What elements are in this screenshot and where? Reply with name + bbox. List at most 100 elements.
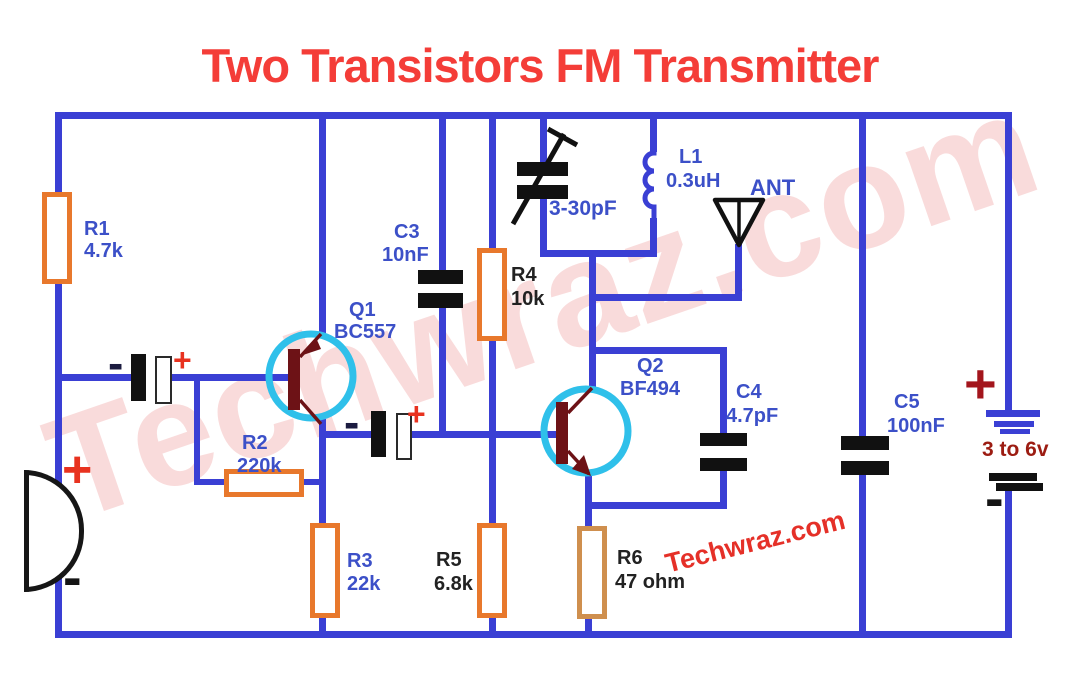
wire-tank-bottom [540,250,657,257]
label-c3-value: 10nF [382,244,429,266]
label-c5-ref: C5 [894,391,920,413]
battery-minus-sign: - [985,466,1004,529]
label-r1-value: 4.7k [84,240,123,262]
c3-plate-top [418,270,463,284]
coupling-cap-plus-sign: + [407,396,426,432]
label-c3-ref: C3 [394,221,420,243]
mic-plus-sign: + [62,441,93,499]
wire-antenna-link [589,294,741,301]
mic-minus-sign: - [63,545,82,608]
battery-negative-plate-1 [989,473,1037,481]
wire-varcap-riser [540,112,547,164]
input-cap-plus-sign: + [173,342,192,378]
label-r6-value: 47 ohm [615,571,686,593]
c3-plate-bottom [418,293,463,308]
wire-emitter-to-c4 [585,502,727,509]
label-l1-value: 0.3uH [666,170,721,192]
wire-c5-drop [859,473,866,638]
label-r6-ref: R6 [617,547,643,569]
wire-varcap-drop [540,197,547,254]
wire-q1-collector-drop [319,419,326,527]
wire-cap-to-q2-base [409,431,559,438]
wire-r6-bottom [585,614,592,638]
top-rail [55,112,1012,119]
label-c4-value: 4.7pF [726,405,779,427]
label-q1-ref: Q1 [349,299,376,321]
label-varcap-value: 3-30pF [549,197,617,220]
coupling-cap-minus-sign: - [344,396,360,448]
c5-plate-bottom [841,461,889,475]
label-r2-ref: R2 [242,432,268,454]
wire-r4-riser [489,112,496,252]
wire-left-rail-a [55,112,62,196]
wire-q1-emitter-riser [319,112,326,335]
battery-positive-plate-2 [994,421,1034,427]
wire-c4-top-link [589,347,727,354]
wire-c5-riser [859,112,866,438]
label-r4-ref: R4 [511,264,537,286]
page-title: Two Transistors FM Transmitter [201,39,880,92]
wire-l1-drop [650,218,657,256]
label-l1-ref: L1 [679,146,703,168]
wire-r2-right-stub [302,479,324,485]
resistor-r2 [224,469,304,497]
transistor-q1-icon [265,330,357,426]
wire-antenna-drop [735,244,742,301]
transistor-q2-icon [540,385,632,477]
label-r5-ref: R5 [436,549,462,571]
battery-positive-plate-3 [1000,429,1030,434]
label-r2-value: 220k [237,455,282,477]
resistor-r3 [310,523,340,618]
label-r1-ref: R1 [84,218,110,240]
input-cap-minus-sign: - [108,337,124,389]
varcap-arrow-icon [510,126,579,226]
wire-left-rail-c [55,374,62,490]
coupling-cap-positive-plate [396,413,412,460]
wire-battery-drop [1005,488,1012,638]
wire-mic-to-cap [57,374,133,381]
label-r3-ref: R3 [347,550,373,572]
label-q1-value: BC557 [334,321,397,343]
c4-plate-bottom [700,458,747,471]
wire-cap-to-q1-base [170,374,295,381]
wire-r3-bottom [319,614,326,638]
label-c5-value: 100nF [887,415,945,437]
label-battery-voltage: 3 to 6v [982,438,1049,461]
wire-r5-bottom [489,614,496,638]
wire-tank-to-collector [589,250,596,390]
wire-r2-left-stub [194,479,226,485]
resistor-r4 [477,248,507,341]
label-q2-ref: Q2 [637,355,664,377]
wire-left-rail-b [55,280,62,380]
antenna-icon [712,197,766,248]
c5-plate-top [841,436,889,450]
battery-positive-plate-1 [986,410,1040,417]
battery-negative-plate-2 [996,483,1043,491]
label-c4-ref: C4 [736,381,762,403]
c4-plate-top [700,433,747,446]
wire-c4-drop-a [720,350,727,436]
input-cap-positive-plate [155,356,172,404]
resistor-r5 [477,523,507,618]
inductor-l1-icon [642,147,657,221]
resistor-r6 [577,526,607,619]
wire-r4-r5-link [489,338,496,527]
bottom-rail [55,631,1012,638]
coupling-cap-negative-plate [371,411,386,457]
wire-l1-riser [650,112,657,152]
resistor-r1 [42,192,72,284]
label-q2-value: BF494 [620,378,681,400]
label-r4-value: 10k [511,288,545,310]
battery-plus-sign: + [964,352,997,415]
label-r5-value: 6.8k [434,573,473,595]
footer-watermark: Techwraz.com [662,504,849,579]
wire-battery-riser [1005,112,1012,413]
wire-c3-drop [439,308,446,438]
label-r3-value: 22k [347,573,381,595]
label-antenna: ANT [750,175,796,200]
wire-left-rail-d [55,578,62,638]
wire-q1-collector-to-cap [322,431,373,438]
wire-r2-drop [194,377,200,483]
wire-q2-emitter-drop [585,474,592,530]
